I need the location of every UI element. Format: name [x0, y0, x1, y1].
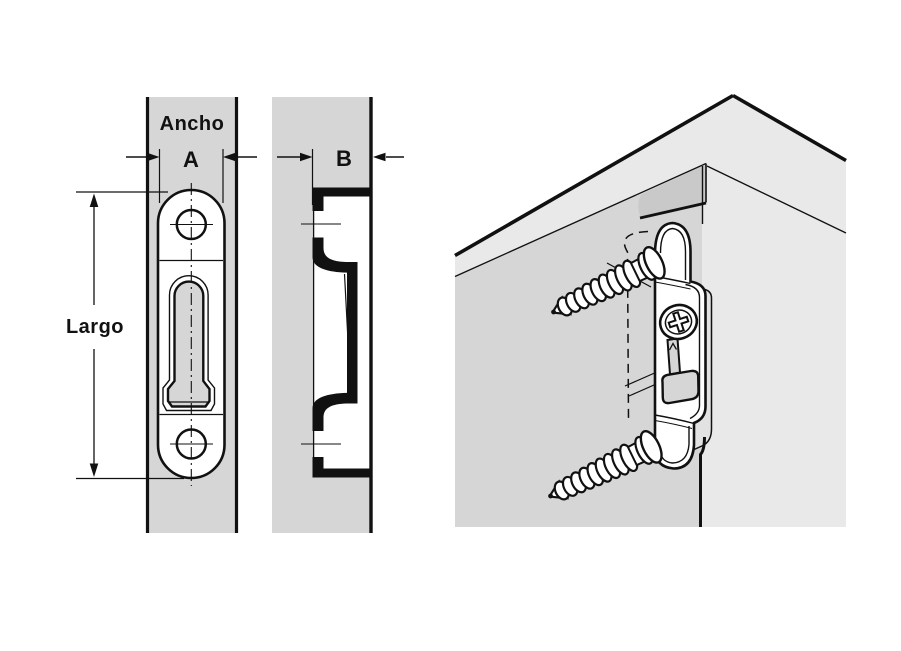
- top-panel-bottom-edge: [454, 162, 707, 278]
- arrowhead-down-icon: [89, 463, 99, 477]
- tongue-tip-iso: [668, 342, 678, 351]
- arrowhead-left-icon: [373, 152, 386, 162]
- plate-thickness-contour-top: [659, 227, 687, 280]
- arrowhead-up-icon: [89, 193, 99, 207]
- width-dimension-arrows: [126, 149, 257, 203]
- section-upper-step: [312, 248, 358, 273]
- depth-dimension-arrows: [277, 149, 404, 205]
- groove-front-edge: [639, 201, 707, 220]
- lead-in-line-2: [624, 370, 659, 387]
- section-bottom-flange: [312, 468, 372, 478]
- width-letter: A: [183, 147, 199, 172]
- length-dimension: [76, 191, 184, 480]
- top-panel-bottom-edge-right: [706, 165, 847, 234]
- phillips-cross-icon: [667, 310, 690, 334]
- depth-letter: B: [336, 146, 352, 171]
- keyhole-plate-front: [156, 183, 226, 486]
- section-top-flange: [312, 187, 372, 197]
- length-label: Largo: [66, 316, 124, 338]
- section-lower-step: [312, 392, 358, 418]
- keyhole-plate-iso: [653, 221, 707, 470]
- top-edge-right: [732, 93, 847, 163]
- plate-step-lower-iso: [654, 414, 695, 425]
- section-pocket-wall: [347, 262, 358, 404]
- groove-notch: [638, 164, 706, 218]
- recess-cavity: [313, 190, 372, 477]
- keyhole-opening-iso: [661, 369, 700, 405]
- fitting-section-profile: [312, 187, 372, 478]
- iso-view: [454, 93, 847, 527]
- cabinet-side-face: [455, 96, 846, 527]
- tongue-contour-line: [343, 273, 352, 389]
- plate-thickness-contour-right: [685, 283, 701, 420]
- hidden-groove-dashed-line: [623, 230, 649, 421]
- width-label: Ancho: [160, 113, 225, 135]
- top-edge-left: [454, 93, 734, 258]
- corner-edge-lower: [699, 436, 706, 527]
- front-view: Ancho A Largo: [66, 97, 257, 533]
- keyhole-slot-front: [166, 280, 211, 408]
- arrowhead-left-icon: [223, 152, 236, 162]
- phillips-screw: [658, 303, 699, 341]
- arrowhead-right-icon: [147, 152, 160, 162]
- arrowhead-right-icon: [300, 152, 313, 162]
- side-view: B: [272, 97, 404, 533]
